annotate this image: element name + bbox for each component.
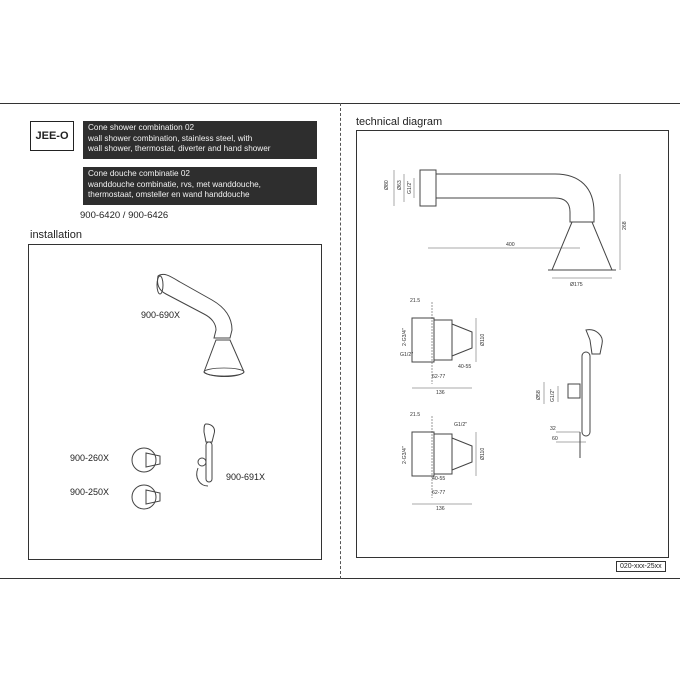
- dim-valve2-136: 136: [436, 506, 445, 512]
- dim-hand-32: 32: [550, 426, 556, 432]
- installation-title: installation: [30, 229, 82, 241]
- dim-hand-thread: G1/2": [550, 389, 556, 402]
- dim-shower-400: 400: [506, 242, 515, 248]
- product-codes: 900-6420 / 900-6426: [80, 210, 169, 221]
- technical-box: [356, 130, 669, 558]
- technical-title: technical diagram: [356, 116, 443, 128]
- product-title-en: Cone shower combination 02: [88, 123, 195, 132]
- product-title-nl: Cone douche combinatie 02: [88, 169, 190, 178]
- dim-valve1-40-55: 40-55: [458, 364, 471, 370]
- dim-shower-d63: Ø63: [397, 180, 403, 190]
- dim-valve1-thread-3_4: 2-G3/4": [402, 328, 408, 346]
- tech-hand-shower-drawing: Ø58 G1/2" 32 60: [536, 329, 603, 458]
- dim-valve2-21_5: 21.5: [410, 412, 420, 418]
- product-line-en-1: wall shower combination, stainless steel…: [88, 133, 253, 143]
- dim-valve1-62-77: 62-77: [432, 374, 445, 380]
- part-label-hand-shower: 900-691X: [226, 472, 266, 482]
- dim-shower-d80: Ø80: [384, 180, 390, 190]
- installation-box: [28, 244, 322, 560]
- dim-shower-d175: Ø175: [570, 282, 583, 288]
- tech-valve-2-drawing: 21.5 G1/2" 2-G3/4" Ø110 40-55 62-77 136: [402, 412, 486, 512]
- center-divider: [340, 103, 341, 579]
- part-label-shower: 900-690X: [141, 310, 181, 320]
- dim-valve1-d110: Ø110: [480, 334, 486, 346]
- dim-valve1-136: 136: [436, 390, 445, 396]
- product-line-nl-2: thermostaat, omsteller en wand handdouch…: [88, 190, 250, 200]
- product-description-nl: Cone douche combinatie 02 wanddouche com…: [83, 167, 317, 205]
- wall-shower-drawing: [156, 273, 245, 377]
- diverter-drawing: [131, 484, 161, 510]
- part-label-thermostat: 900-260X: [70, 453, 110, 463]
- dim-valve1-thread-1_2: G1/2": [400, 352, 413, 358]
- dim-valve2-62-77: 62-77: [432, 490, 445, 496]
- product-line-en-2: wall shower, thermostat, diverter and ha…: [88, 144, 271, 154]
- dim-valve2-thread-1_2: G1/2": [454, 422, 467, 428]
- tech-valve-1-drawing: 21.5 2-G3/4" G1/2" Ø110 40-55 62-77 136: [400, 298, 486, 396]
- tech-shower-drawing: Ø80 Ø63 G1/2" 400 268 Ø175: [384, 169, 628, 288]
- dim-valve2-thread-3_4: 2-G3/4": [402, 446, 408, 464]
- hand-shower-drawing: [196, 423, 215, 487]
- product-description-en: Cone shower combination 02 wall shower c…: [83, 121, 317, 159]
- thermostat-drawing: [131, 447, 161, 473]
- dim-shower-268: 268: [622, 221, 628, 230]
- dim-valve2-d110: Ø110: [480, 448, 486, 460]
- product-line-nl-1: wanddouche combinatie, rvs, met wanddouc…: [88, 179, 261, 189]
- dim-valve1-21_5: 21.5: [410, 298, 420, 304]
- dim-hand-d58: Ø58: [536, 390, 542, 400]
- part-label-diverter: 900-250X: [70, 487, 110, 497]
- dim-shower-thread: G1/2": [407, 181, 413, 194]
- dim-hand-60: 60: [552, 436, 558, 442]
- document-code: 020-xxx-25xx: [616, 561, 666, 572]
- dim-valve2-40-55: 40-55: [432, 476, 445, 482]
- brand-logo: JEE-O: [30, 121, 74, 151]
